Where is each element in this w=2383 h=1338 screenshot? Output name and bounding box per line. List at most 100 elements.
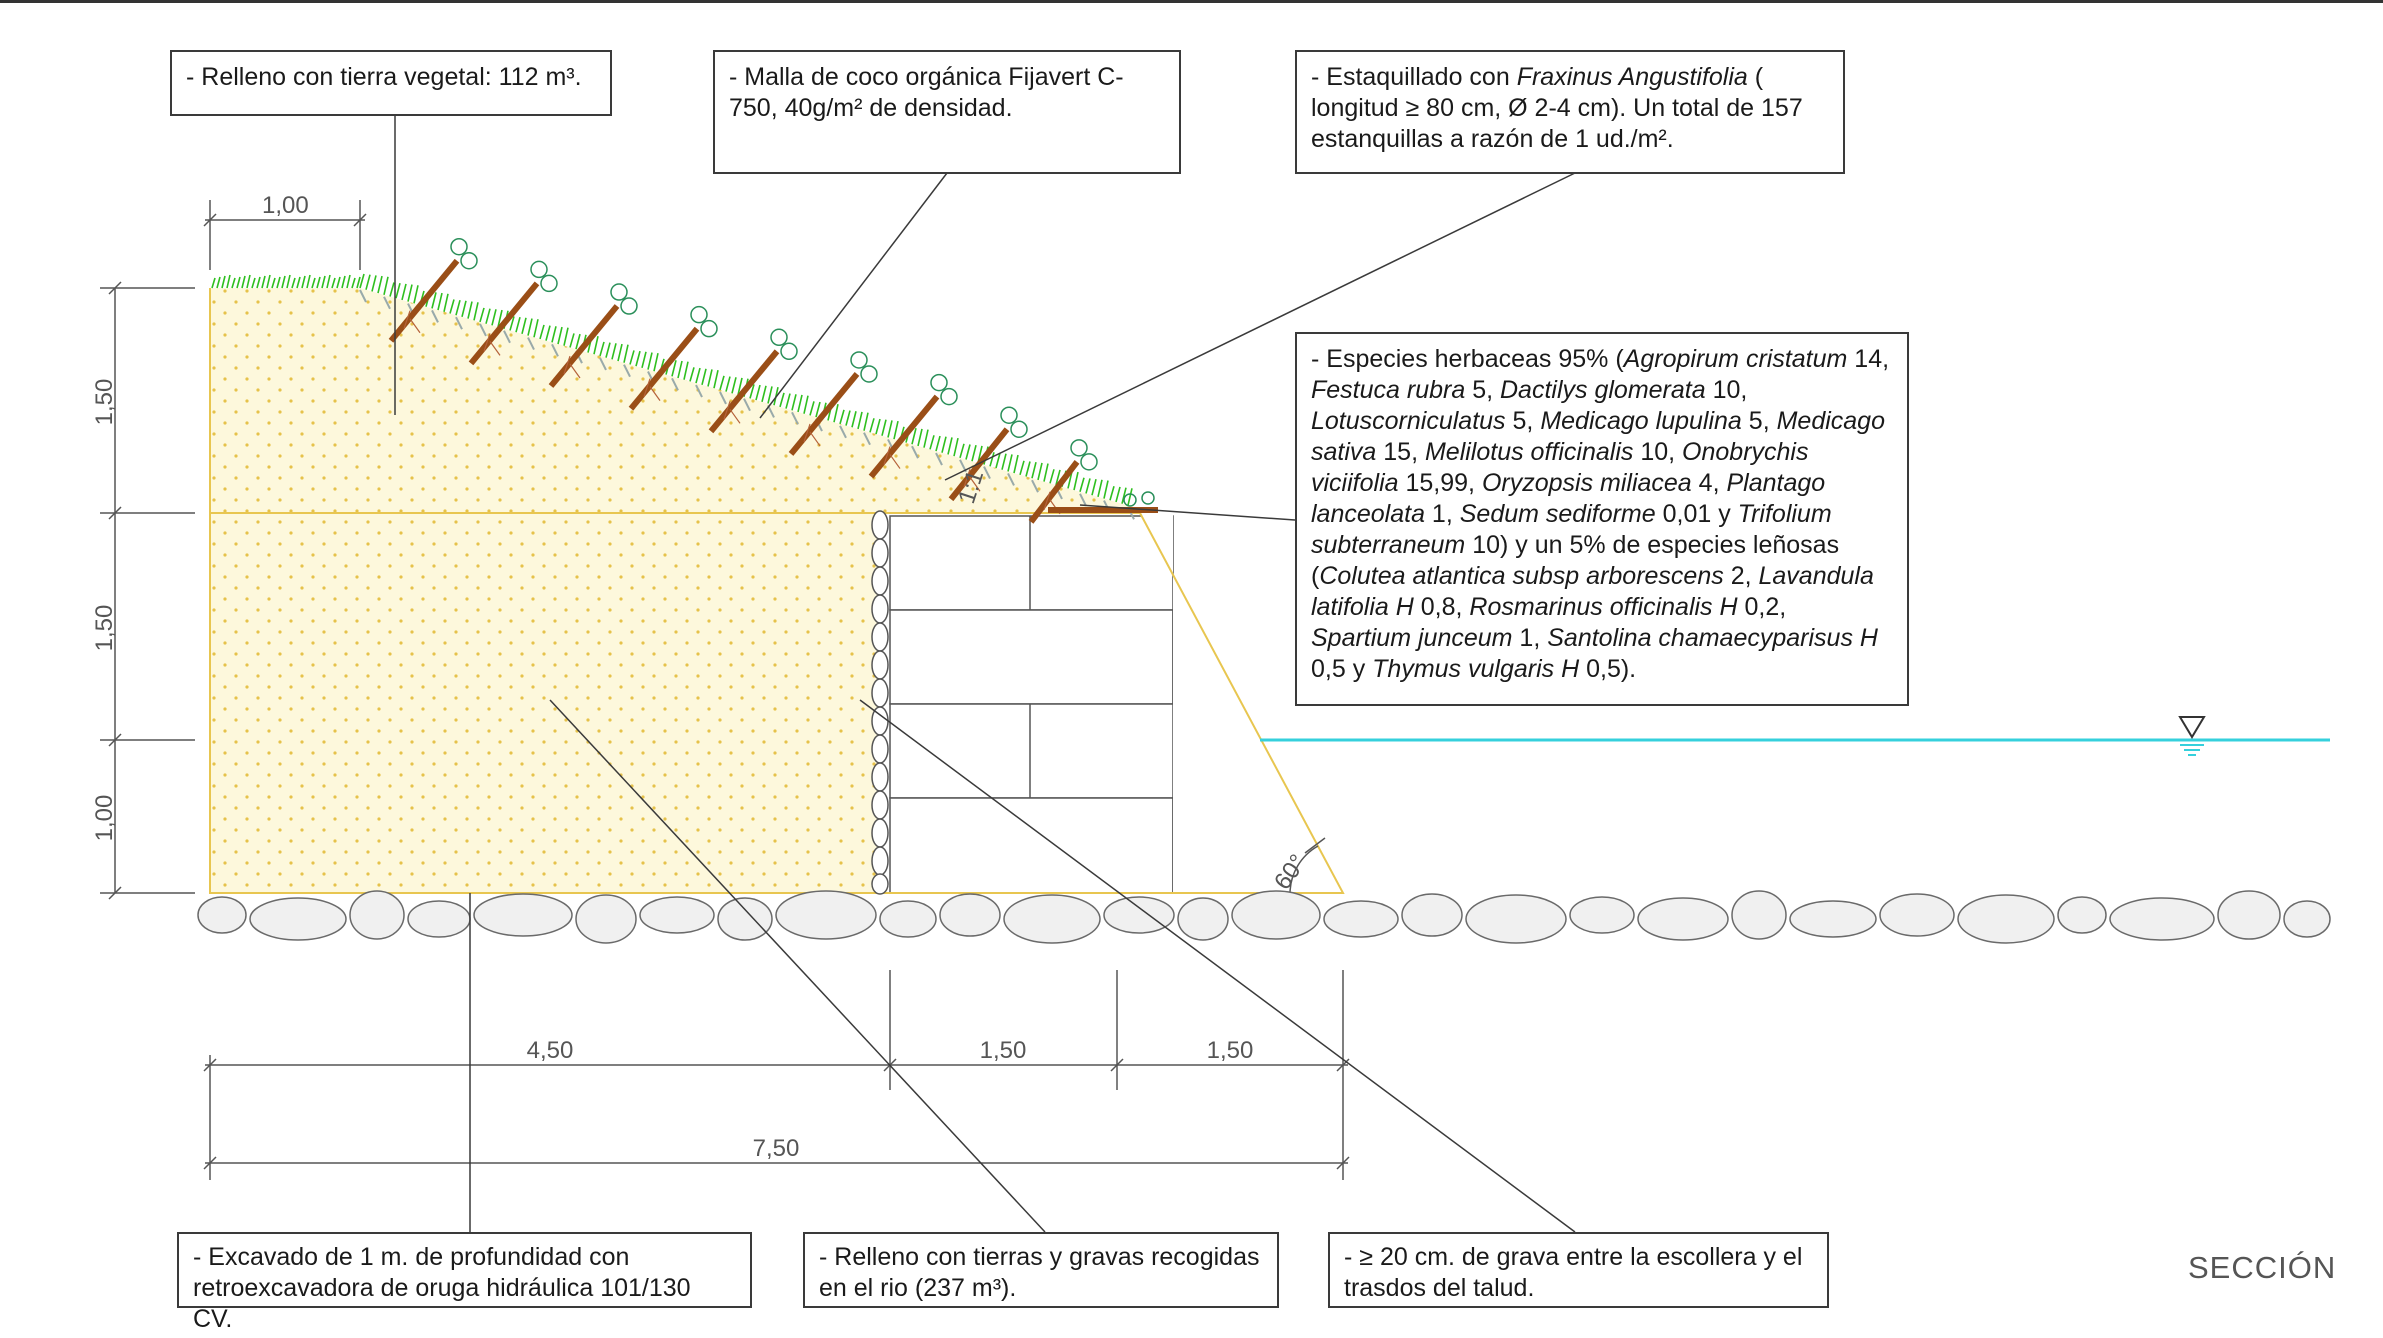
root: [883, 446, 901, 469]
species-text: 10) y un 5% de especies leñosas (: [1311, 531, 1840, 590]
grass-blade: [1127, 488, 1133, 506]
species-text: 5,: [1505, 407, 1541, 435]
grass-blade: [359, 273, 365, 289]
grass-blade: [241, 275, 246, 289]
grass-blade: [1109, 486, 1115, 501]
coir-mesh: [863, 432, 871, 446]
grass-blade: [356, 276, 361, 289]
grass-blade: [953, 437, 959, 457]
grass-blade: [653, 353, 659, 372]
grass-blade: [785, 393, 791, 409]
species-name: Melilotus officinalis: [1424, 438, 1634, 466]
grass-blade: [815, 401, 821, 418]
grass-blade: [527, 318, 533, 336]
grass-blade: [1079, 477, 1085, 492]
grass-blade: [833, 403, 839, 423]
grass-blade: [701, 368, 707, 385]
species-text: - Especies herbaceas 95% (: [1311, 345, 1624, 373]
leader-lines: [394, 115, 1576, 1233]
grass-blade: [557, 326, 563, 345]
grass-blade: [521, 317, 527, 335]
grass-blade: [326, 274, 331, 289]
species-text: 10,: [1633, 438, 1683, 466]
coir-mesh: [527, 337, 535, 350]
riverbed-stones: [197, 890, 2331, 944]
grass-blade: [413, 285, 419, 304]
species-text: 5,: [1465, 376, 1500, 404]
species-text: 0,8,: [1413, 593, 1470, 621]
grass-blade: [713, 370, 719, 389]
root: [803, 423, 821, 447]
note-estaquillado-rest: ( longitud ≥ 80 cm, Ø 2-4 cm). Un total …: [1311, 63, 1803, 153]
stake: [388, 258, 460, 343]
grass-blade: [211, 277, 216, 289]
riverbed-stone: [1103, 896, 1175, 934]
dim-base-total: 7,50: [753, 1135, 800, 1162]
grass-blade: [266, 274, 271, 289]
grass-blade: [719, 375, 725, 391]
grass-blade: [455, 299, 461, 316]
leaf: [850, 351, 868, 369]
grass-blade: [351, 277, 356, 289]
leaf: [450, 237, 468, 256]
grass-blade: [226, 274, 231, 289]
grass-blade: [641, 351, 647, 369]
grass-blade: [563, 327, 569, 346]
riverbed-stone: [1465, 894, 1567, 944]
species-name: Sedum sediforme: [1459, 500, 1656, 528]
grass-blade: [331, 277, 336, 289]
grass-blade: [383, 276, 389, 295]
note-grava-escollera-text: - ≥ 20 cm. de grava entre la escollera y…: [1344, 1243, 1803, 1302]
gravel-dots: [210, 513, 880, 893]
grass-blade: [599, 341, 605, 357]
leaf: [620, 297, 638, 315]
species-text: 0,01 y: [1655, 500, 1738, 528]
leaf: [1123, 493, 1137, 507]
grass-blade: [551, 326, 557, 343]
leaf: [540, 274, 558, 293]
grass-blade: [336, 276, 341, 289]
grass-blade: [545, 325, 551, 341]
species-name: Thymus vulgaris H: [1372, 655, 1580, 683]
note-relleno-gravas: - Relleno con tierras y gravas recogidas…: [803, 1232, 1279, 1308]
grass-blade: [246, 274, 251, 289]
grass-blade: [316, 276, 321, 289]
grass-blade: [629, 350, 635, 365]
grass-blade: [767, 386, 773, 404]
grass-blade: [839, 409, 845, 425]
leaf: [930, 373, 948, 392]
dimension-lines: [100, 200, 1350, 1180]
grass-blade: [725, 376, 731, 392]
note-estaquillado-species: Fraxinus Angustifolia: [1516, 63, 1748, 91]
section-label: SECCIÓN: [2188, 1250, 2337, 1285]
grass-blade: [286, 274, 291, 289]
grass-blade: [611, 343, 617, 360]
grass-blade: [887, 420, 893, 438]
riverbed-stone: [2283, 900, 2331, 938]
leaf: [1141, 491, 1155, 505]
coir-mesh: [791, 411, 799, 425]
species-text: 5,: [1741, 407, 1777, 435]
grass-blade: [893, 420, 899, 440]
grass-blade: [236, 276, 241, 289]
coir-mesh: [359, 289, 367, 303]
riverbed-stone: [473, 893, 573, 937]
riverbed-stone: [1789, 900, 1877, 938]
grass-blade: [1007, 454, 1013, 472]
grass-blade: [371, 275, 377, 292]
species-text: 15,99,: [1398, 469, 1482, 497]
note-excavado-text: - Excavado de 1 m. de profundidad con re…: [193, 1243, 691, 1333]
coir-mesh: [1007, 472, 1015, 486]
leaf: [860, 365, 878, 383]
coir-mesh: [623, 364, 631, 378]
species-name: Lotuscorniculatus: [1311, 407, 1506, 435]
grass-blade: [779, 392, 785, 408]
dim-top-width: 1,00: [262, 192, 309, 219]
grass-blade: [605, 342, 611, 358]
riverbed-stone: [1231, 890, 1321, 940]
riverbed-stone: [717, 897, 773, 941]
root: [483, 333, 501, 356]
grass-blade: [1031, 461, 1037, 479]
coir-mesh: [767, 405, 775, 418]
grass-blade: [256, 276, 261, 289]
